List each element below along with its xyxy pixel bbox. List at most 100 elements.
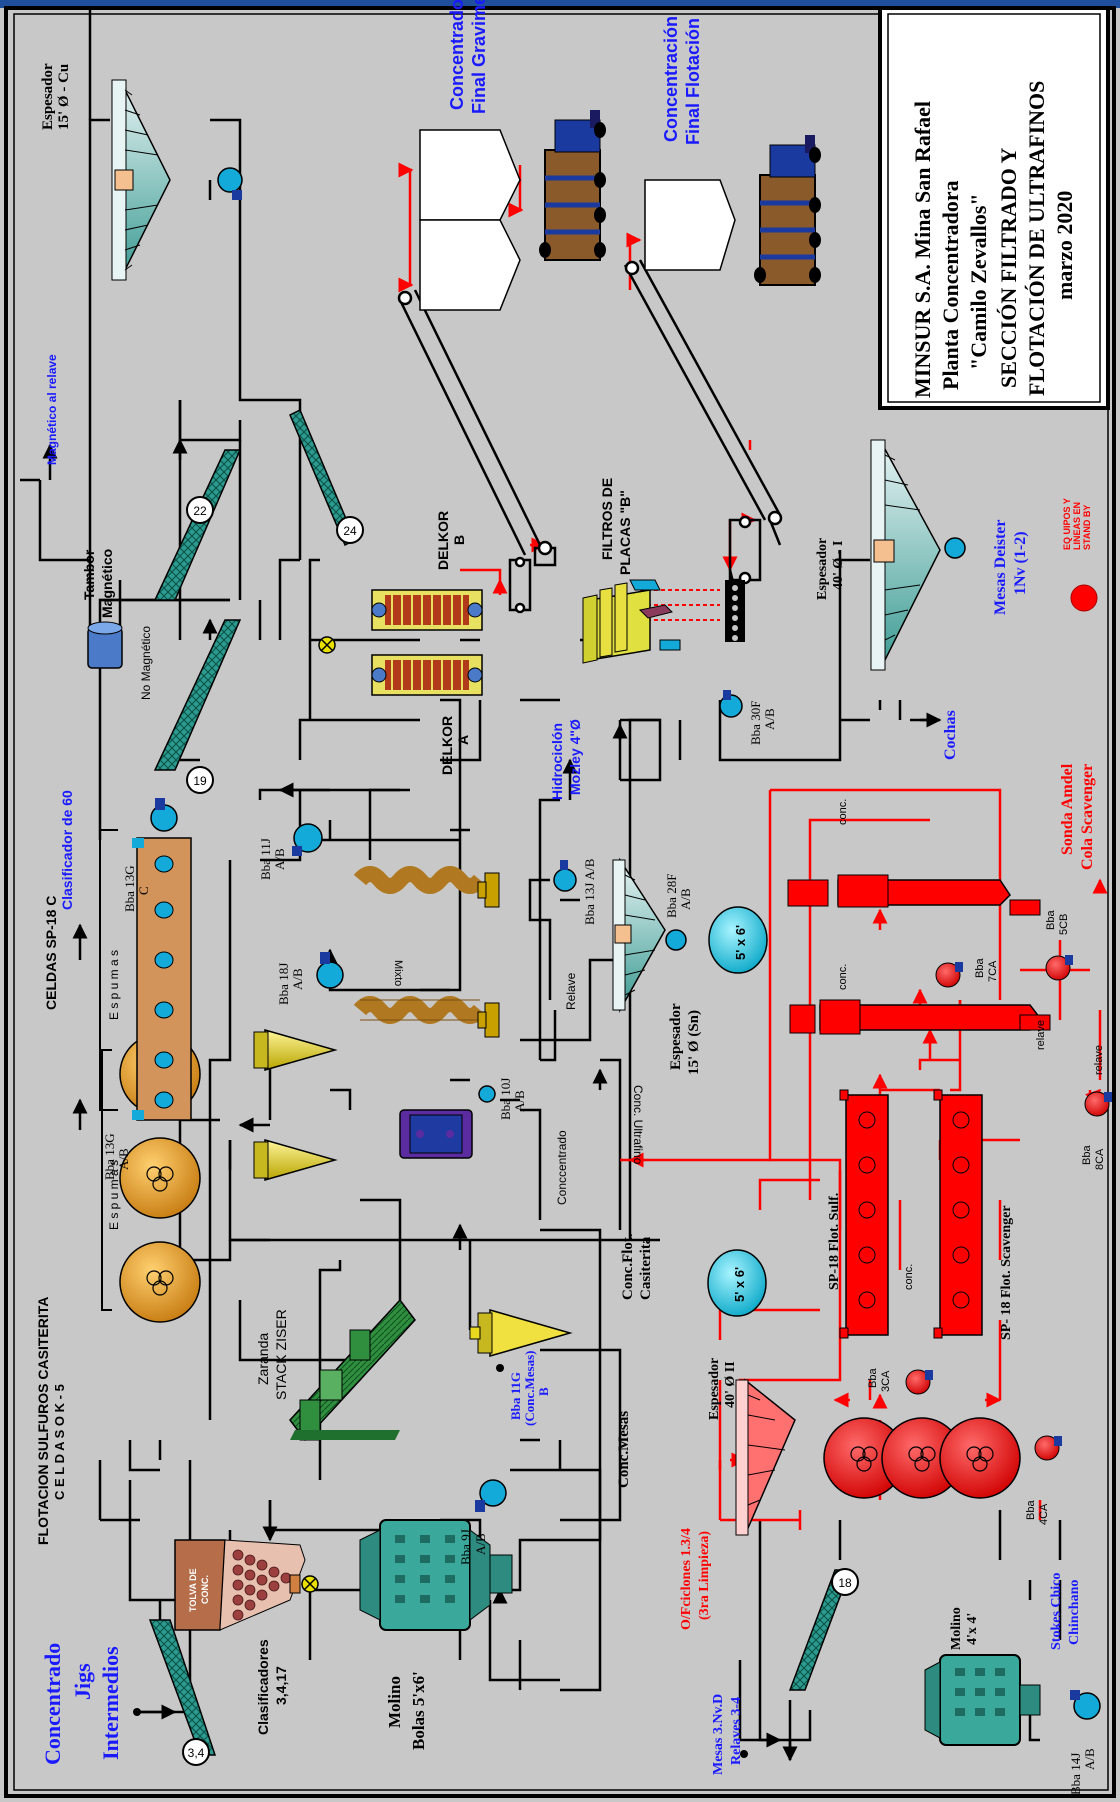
label-delkor-a-2: A xyxy=(455,735,471,745)
classifier-19-number: 19 xyxy=(193,774,207,788)
classifier-24-number: 24 xyxy=(343,524,357,538)
label-oficiclones: O/Fciclones 1.3/4 xyxy=(679,1528,694,1630)
sp18-flot-scavenger xyxy=(934,1090,982,1338)
label-bba-10j: Bba 10J xyxy=(498,1078,513,1120)
label-zaranda: Zaranda xyxy=(255,1333,271,1385)
label-espumas-sp18: E s p u m a s xyxy=(107,950,121,1020)
label-bba-11j: Bba 11J xyxy=(258,838,273,880)
tank-5x6-a-label: 5' x 6' xyxy=(733,925,748,960)
label-bba-8ca: Bba xyxy=(1081,1145,1093,1165)
magnetic-drum xyxy=(88,622,122,668)
standby-legend-dot xyxy=(1071,585,1097,611)
label-espesador-cu: Espesador xyxy=(40,63,56,130)
label-standby-1: EQ UIPOS Y xyxy=(1062,498,1072,550)
label-espesador-40i-2: 40' Ø - I xyxy=(831,541,846,590)
pump-28f[interactable] xyxy=(666,930,686,950)
sp18-flot-sulf xyxy=(840,1090,888,1338)
label-chinchano: Chinchano xyxy=(1067,1580,1082,1645)
label-conc-ultrafino: Conc. Ultrafino xyxy=(631,1085,645,1165)
label-bba-5cb-2: 5CB xyxy=(1058,914,1070,935)
tank-5x6-b: 5' x 6' xyxy=(708,1250,766,1316)
title-block: MINSUR S.A. Mina San Rafael Planta Conce… xyxy=(880,8,1108,408)
label-espesador-sn-2: 15' Ø (Sn) xyxy=(686,1010,702,1075)
label-no-magnetico: No Magnético xyxy=(139,626,153,700)
pump-espesador-40[interactable] xyxy=(945,538,965,558)
label-clasificador-60: Clasificador de 60 xyxy=(59,790,75,910)
label-bba-9j: Bba 9J xyxy=(458,1529,473,1565)
classifier-18-number: 18 xyxy=(838,1576,852,1590)
label-sonda-amdel: Sonda Amdel xyxy=(1059,763,1076,855)
tank-5x6-b-label: 5' x 6' xyxy=(732,1267,747,1302)
label-magnetico: Magnético xyxy=(99,549,115,618)
label-bba-11j-ab: A/B xyxy=(272,848,287,870)
label-bba-13g-c-2: C xyxy=(136,886,151,895)
label-conc-final-grav: Concentrado xyxy=(447,0,467,110)
label-standby-3: STAND BY xyxy=(1082,505,1092,550)
label-placas: PLACAS "B" xyxy=(617,490,633,575)
red-flotation-cells xyxy=(824,1418,1020,1498)
label-molino-4x4: Molino xyxy=(949,1607,964,1650)
label-standby-2: LINEAS EN xyxy=(1072,502,1082,550)
classifier-22-number: 22 xyxy=(193,504,207,518)
delkor-b xyxy=(372,590,482,630)
feed-point-jigs xyxy=(133,1708,141,1716)
label-mesas-deister: Mesas Deister xyxy=(992,519,1009,615)
tank-5x6-a: 5' x 6' xyxy=(709,907,767,973)
label-bba-3ca: Bba xyxy=(867,1368,879,1388)
label-bba-11g-mesas: (Conc.Mesas) xyxy=(522,1351,537,1426)
delkor-a xyxy=(372,655,482,695)
label-bba-13g-ab: Bba 13G xyxy=(102,1133,117,1180)
label-espesador-cu-2: 15' Ø - Cu xyxy=(56,64,72,130)
label-tambor: Tambor xyxy=(81,549,97,600)
label-stack-ziser: STACK ZISER xyxy=(273,1309,289,1400)
title-line-1: MINSUR S.A. Mina San Rafael xyxy=(910,101,935,398)
label-intermedios: Intermedios xyxy=(98,1646,123,1760)
label-bba-7ca-2: 7CA xyxy=(987,960,999,982)
tolva-label-1: TOLVA DE xyxy=(188,1568,198,1612)
label-cochas: Cochas xyxy=(942,710,959,760)
label-bba-11g: Bba 11G xyxy=(508,1372,523,1420)
label-conc-final-grav-2: Final Gravimetría xyxy=(469,0,489,114)
label-bba-7ca: Bba xyxy=(974,958,986,978)
label-conc-a: conc. xyxy=(837,799,849,825)
title-line-2: Planta Concentradora xyxy=(938,180,963,390)
label-bba-4ca-2: 4CA xyxy=(1038,1503,1050,1525)
label-bba-14j-ab: A/B xyxy=(1082,1748,1097,1770)
label-conccentrado: Conccentrado xyxy=(555,1130,569,1205)
label-relave-b: relave xyxy=(1093,1045,1105,1075)
label-relave: Relave xyxy=(564,972,578,1010)
label-conc-final-flot-2: Final Flotación xyxy=(683,18,703,145)
classifier-3-4-number: 3,4 xyxy=(188,1746,205,1760)
label-relave-a: relave xyxy=(1035,1020,1047,1050)
feed-point-11g xyxy=(496,1364,504,1372)
label-magnetico-relave: Magnético al relave xyxy=(45,354,59,465)
label-bba-3ca-2: 3CA xyxy=(880,1370,892,1392)
pump-10j[interactable] xyxy=(479,1086,495,1102)
label-bba-11g-b: B xyxy=(536,1387,551,1396)
label-filtros: FILTROS DE xyxy=(599,478,615,560)
label-mozley: Mozley 4"Ø xyxy=(567,719,583,795)
label-bba-8ca-2: 8CA xyxy=(1094,1148,1106,1170)
label-delkor-b: DELKOR xyxy=(435,511,451,570)
label-jigs: Jigs xyxy=(70,1663,95,1700)
label-mixto: Mixto xyxy=(392,960,404,986)
label-bba-9j-ab: A/B xyxy=(473,1533,488,1555)
label-espesador-40ii: Espesador xyxy=(707,1358,722,1420)
label-bba-13g-ab-2: A/B xyxy=(116,1148,131,1170)
label-molino-4x4-2: 4'x 4' xyxy=(965,1613,980,1645)
label-molino-bolas: Bolas 5'x6' xyxy=(409,1671,428,1750)
title-line-4: SECCIÓN FILTRADO Y xyxy=(996,147,1021,388)
label-clasificadores-num: 3,4,17 xyxy=(273,1666,289,1705)
label-delkor-b-2: B xyxy=(451,535,467,545)
title-line-5: FLOTACIÓN DE ULTRAFINOS xyxy=(1024,81,1049,396)
label-bba-4ca: Bba xyxy=(1025,1500,1037,1520)
label-flotacion-sulfuros: FLOTACION SULFUROS CASITERITA xyxy=(35,1297,51,1545)
label-clasificadores: Clasificadores xyxy=(255,1639,271,1735)
purple-drum xyxy=(400,1110,472,1158)
label-oficiclones-2: (3ra Limpieza) xyxy=(697,1531,712,1620)
label-sp18-scav: SP- 18 Flot. Scavenger xyxy=(999,1205,1014,1340)
label-sp18-sulf: SP-18 Flot. Sulf. xyxy=(827,1193,842,1290)
label-bba-18j-ab: A/B xyxy=(290,968,305,990)
